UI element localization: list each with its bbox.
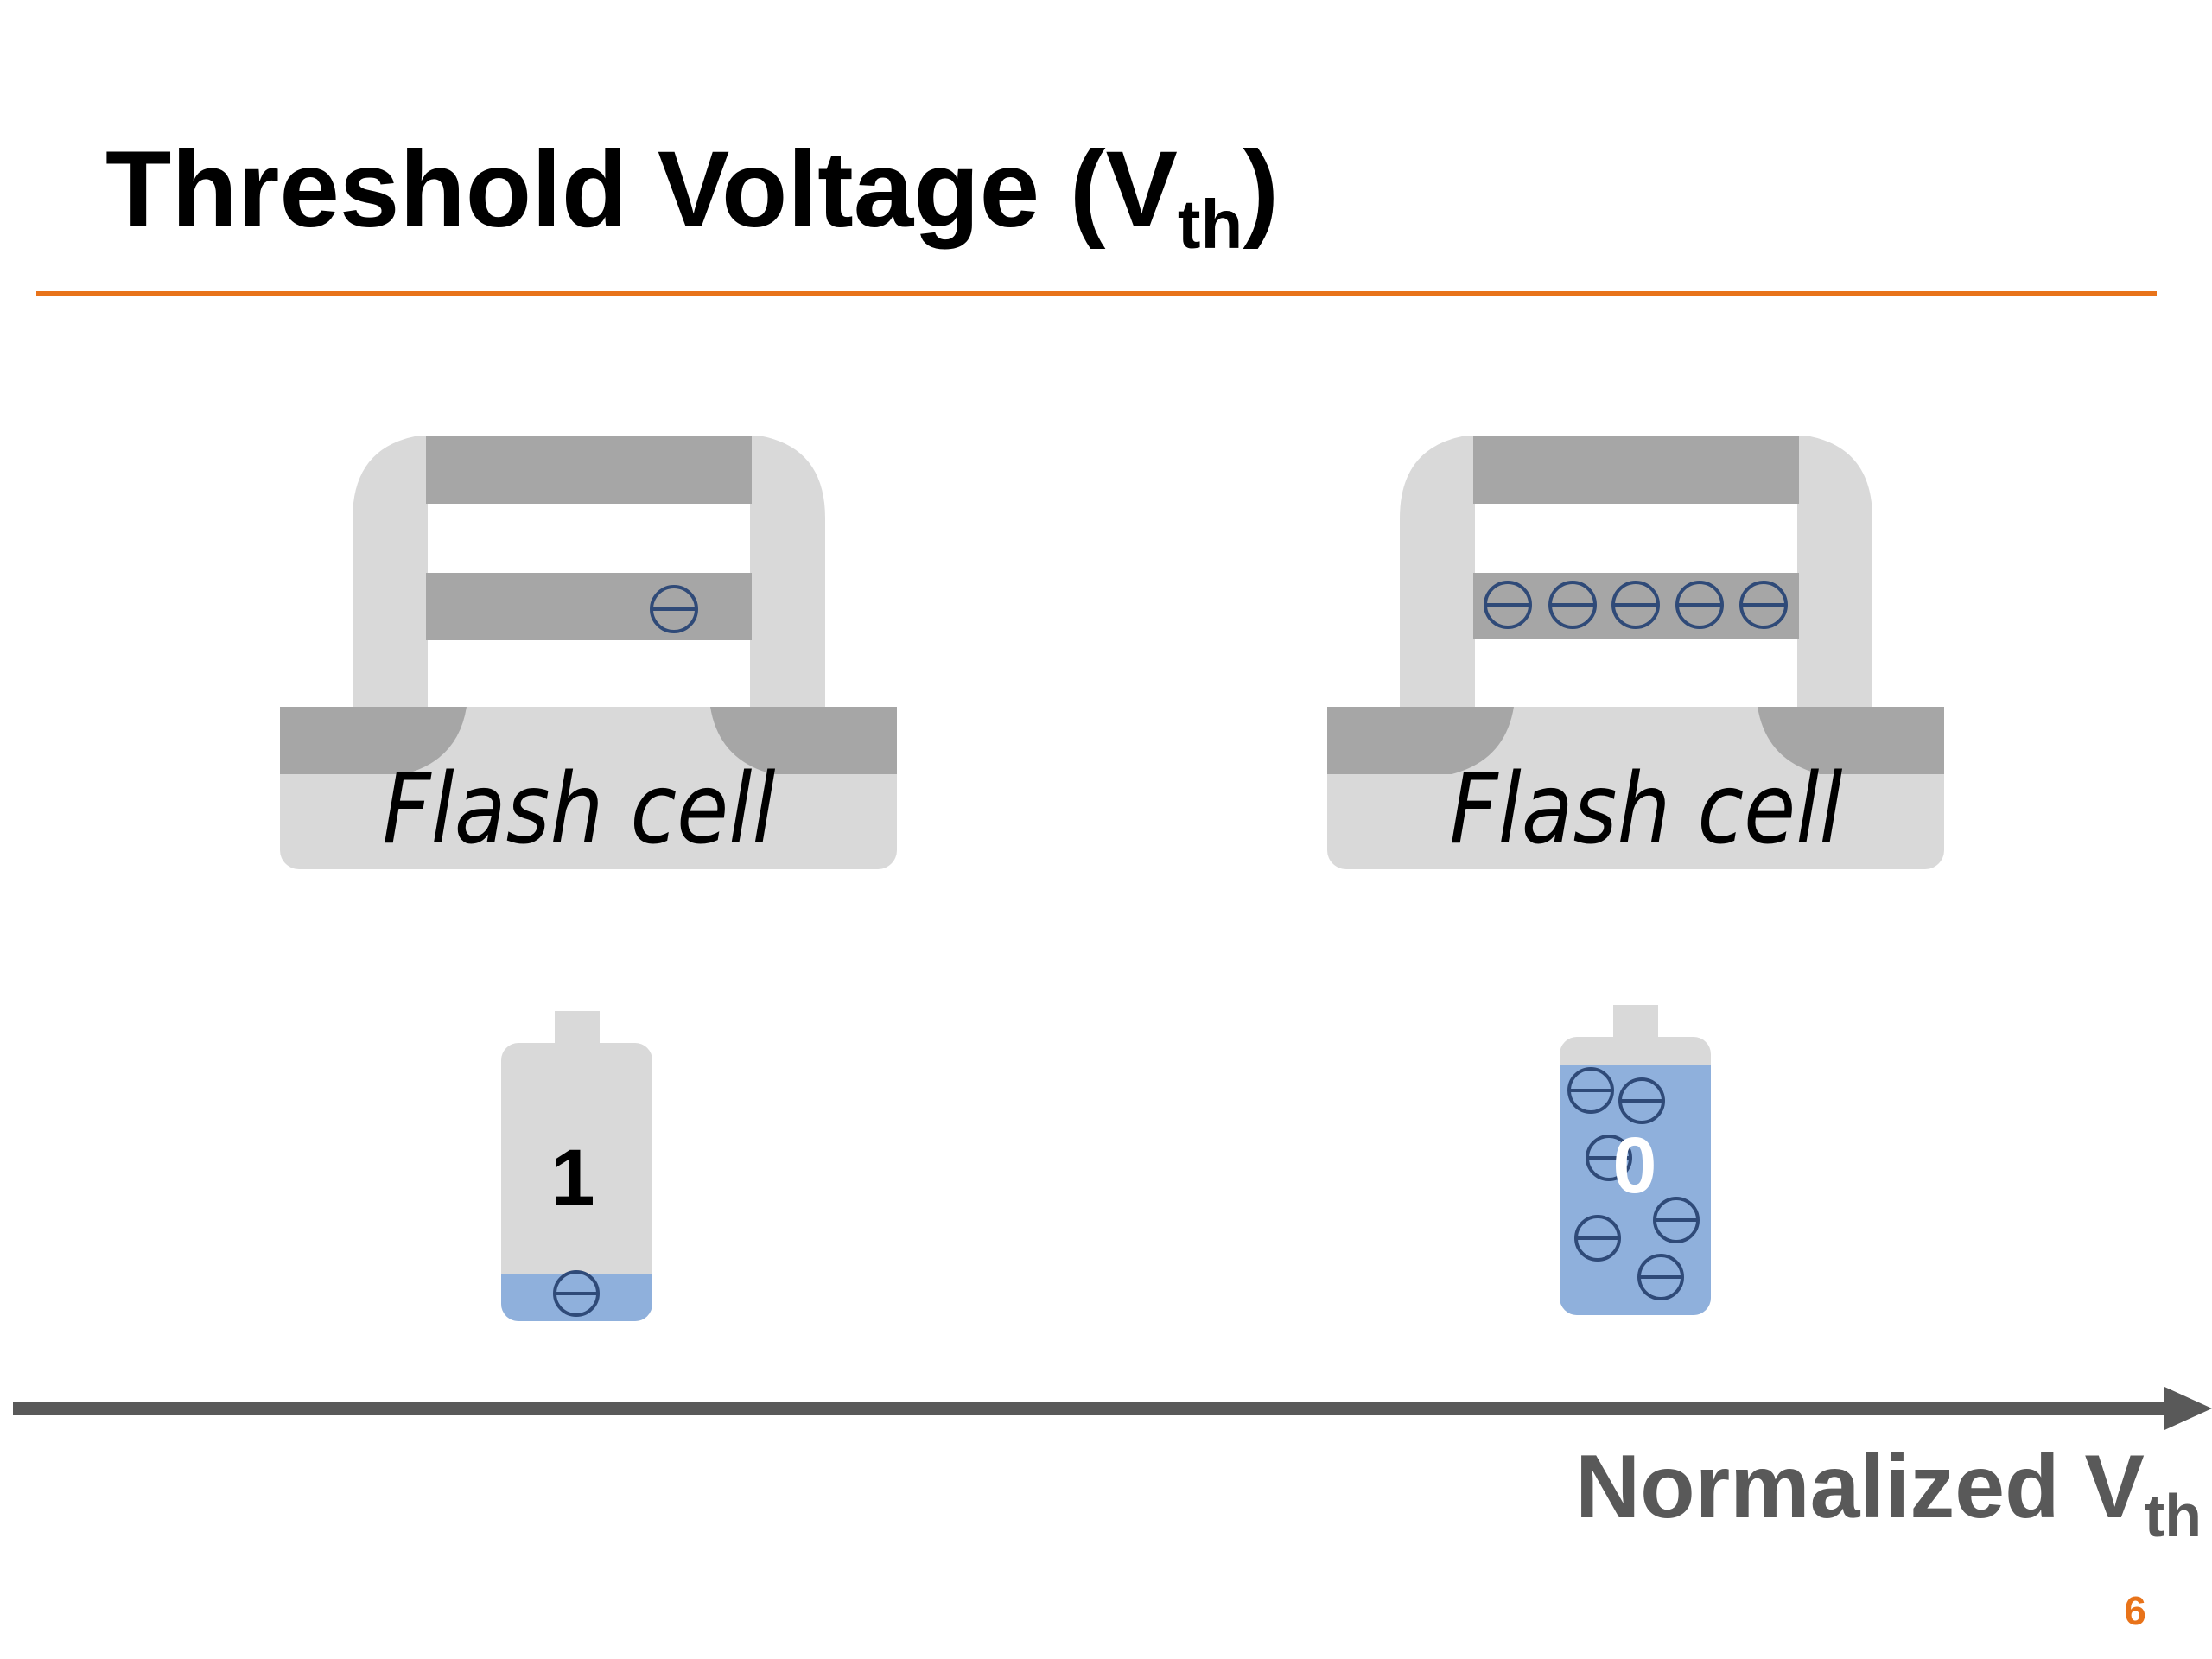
electron-icon (1739, 581, 1788, 629)
electron-icon (1618, 1077, 1665, 1124)
bit-value-label: 1 (550, 1134, 594, 1222)
electron-icon (1484, 581, 1532, 629)
flash-cell-1: Flash cell (280, 436, 897, 869)
left-spacer (1400, 436, 1475, 709)
left-spacer (353, 436, 428, 709)
battery-charge-level (501, 1274, 652, 1321)
electron-icon (553, 1270, 600, 1317)
electron-icon (1653, 1197, 1700, 1243)
title-main: Threshold Voltage (V (105, 130, 1178, 250)
control-gate (1473, 436, 1799, 504)
flash-cell-label: Flash cell (383, 753, 776, 866)
drain-region (710, 707, 897, 774)
vth-axis: Normalized Vth (13, 1387, 2212, 1549)
axis-label-main: Normalized V (1575, 1437, 2145, 1537)
electron-icon (1586, 1135, 1632, 1181)
source-region (1327, 707, 1514, 774)
battery-icon: 0 (1560, 1005, 1711, 1315)
title-divider (36, 291, 2157, 296)
floating-gate-electrons (650, 585, 698, 633)
battery-terminal (1613, 1005, 1658, 1041)
electron-icon (650, 585, 698, 633)
flash-cell-label: Flash cell (1450, 753, 1843, 866)
electron-icon (1675, 581, 1724, 629)
drain-region (1758, 707, 1944, 774)
flash-cell-2: Flash cell (1327, 436, 1944, 869)
source-region (280, 707, 467, 774)
page-title: Threshold Voltage (Vth) (105, 130, 1279, 263)
battery-body (501, 1043, 652, 1321)
electron-icon (1574, 1215, 1621, 1262)
axis-label-subscript: th (2145, 1482, 2202, 1549)
right-spacer (1797, 436, 1872, 709)
arrow-right-icon (2164, 1387, 2212, 1430)
electron-icon (1548, 581, 1597, 629)
page-number: 6 (2124, 1588, 2146, 1633)
right-spacer (750, 436, 825, 709)
electron-icon (1567, 1067, 1614, 1114)
title-subscript: th (1178, 186, 1243, 263)
floating-gate (426, 573, 752, 640)
axis-line (13, 1402, 2173, 1415)
axis-label: Normalized Vth (1575, 1437, 2202, 1549)
control-gate (426, 436, 752, 504)
battery-charge-level (1560, 1065, 1711, 1315)
battery-electrons (553, 1270, 600, 1317)
electron-icon (1611, 581, 1660, 629)
battery-electrons (1567, 1067, 1700, 1300)
battery-icon: 1 (501, 1011, 652, 1321)
title-close-paren: ) (1243, 130, 1279, 250)
floating-gate-electrons (1484, 581, 1788, 629)
battery-terminal (555, 1011, 600, 1047)
bit-value-label: 0 (1612, 1122, 1656, 1210)
electron-icon (1637, 1254, 1684, 1300)
